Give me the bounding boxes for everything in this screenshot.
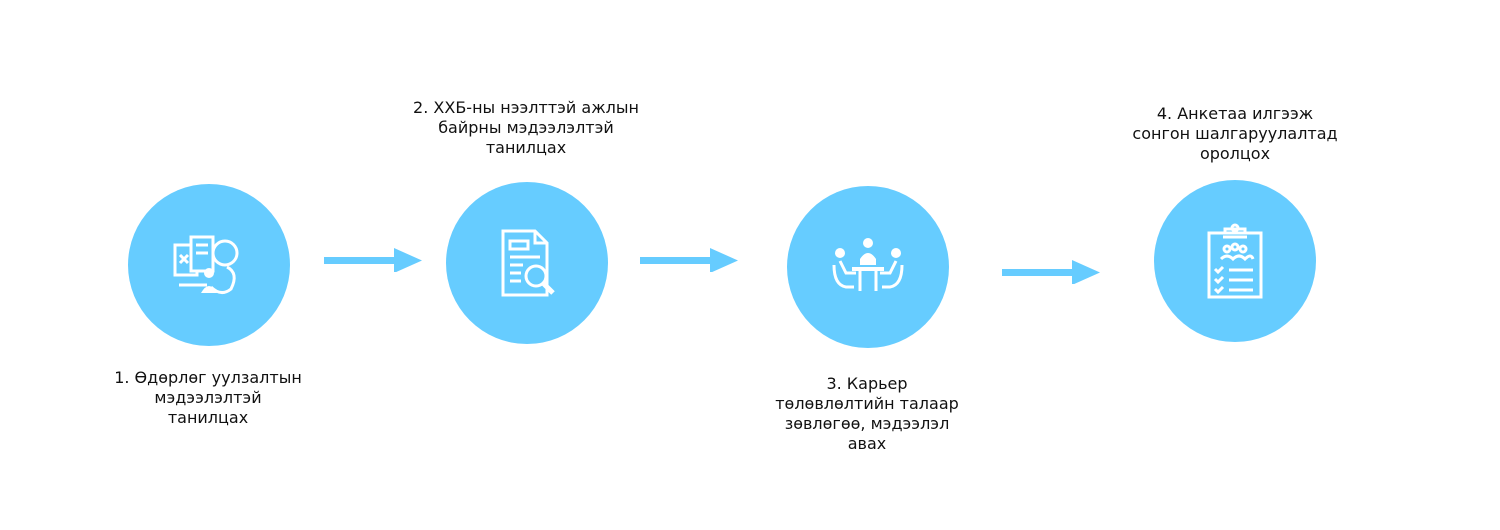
documents-people-icon: [173, 235, 239, 294]
meeting-icon: [832, 238, 904, 291]
step-3-label: 3. Карьер төлөвлөлтийн талаар зөвлөгөө, …: [775, 374, 959, 453]
arrow-1-2: [324, 248, 422, 272]
step-1-circle: [128, 184, 290, 346]
clipboard-checklist-icon: [1207, 223, 1263, 299]
step-2-label: 2. ХХБ-ны нээлттэй ажлын байрны мэдээлэл…: [413, 98, 639, 157]
arrow-3-4: [1002, 260, 1100, 284]
step-3-circle: [787, 186, 949, 348]
arrow-2-3: [640, 248, 738, 272]
step-4-circle: [1154, 180, 1316, 342]
step-4-label: 4. Анкетаа илгээж сонгон шалгаруулалтад …: [1132, 104, 1338, 163]
document-search-icon: [501, 229, 555, 297]
step-1-label: 1. Өдөрлөг уулзалтын мэдээлэлтэй танилца…: [114, 368, 302, 427]
step-2-circle: [446, 182, 608, 344]
